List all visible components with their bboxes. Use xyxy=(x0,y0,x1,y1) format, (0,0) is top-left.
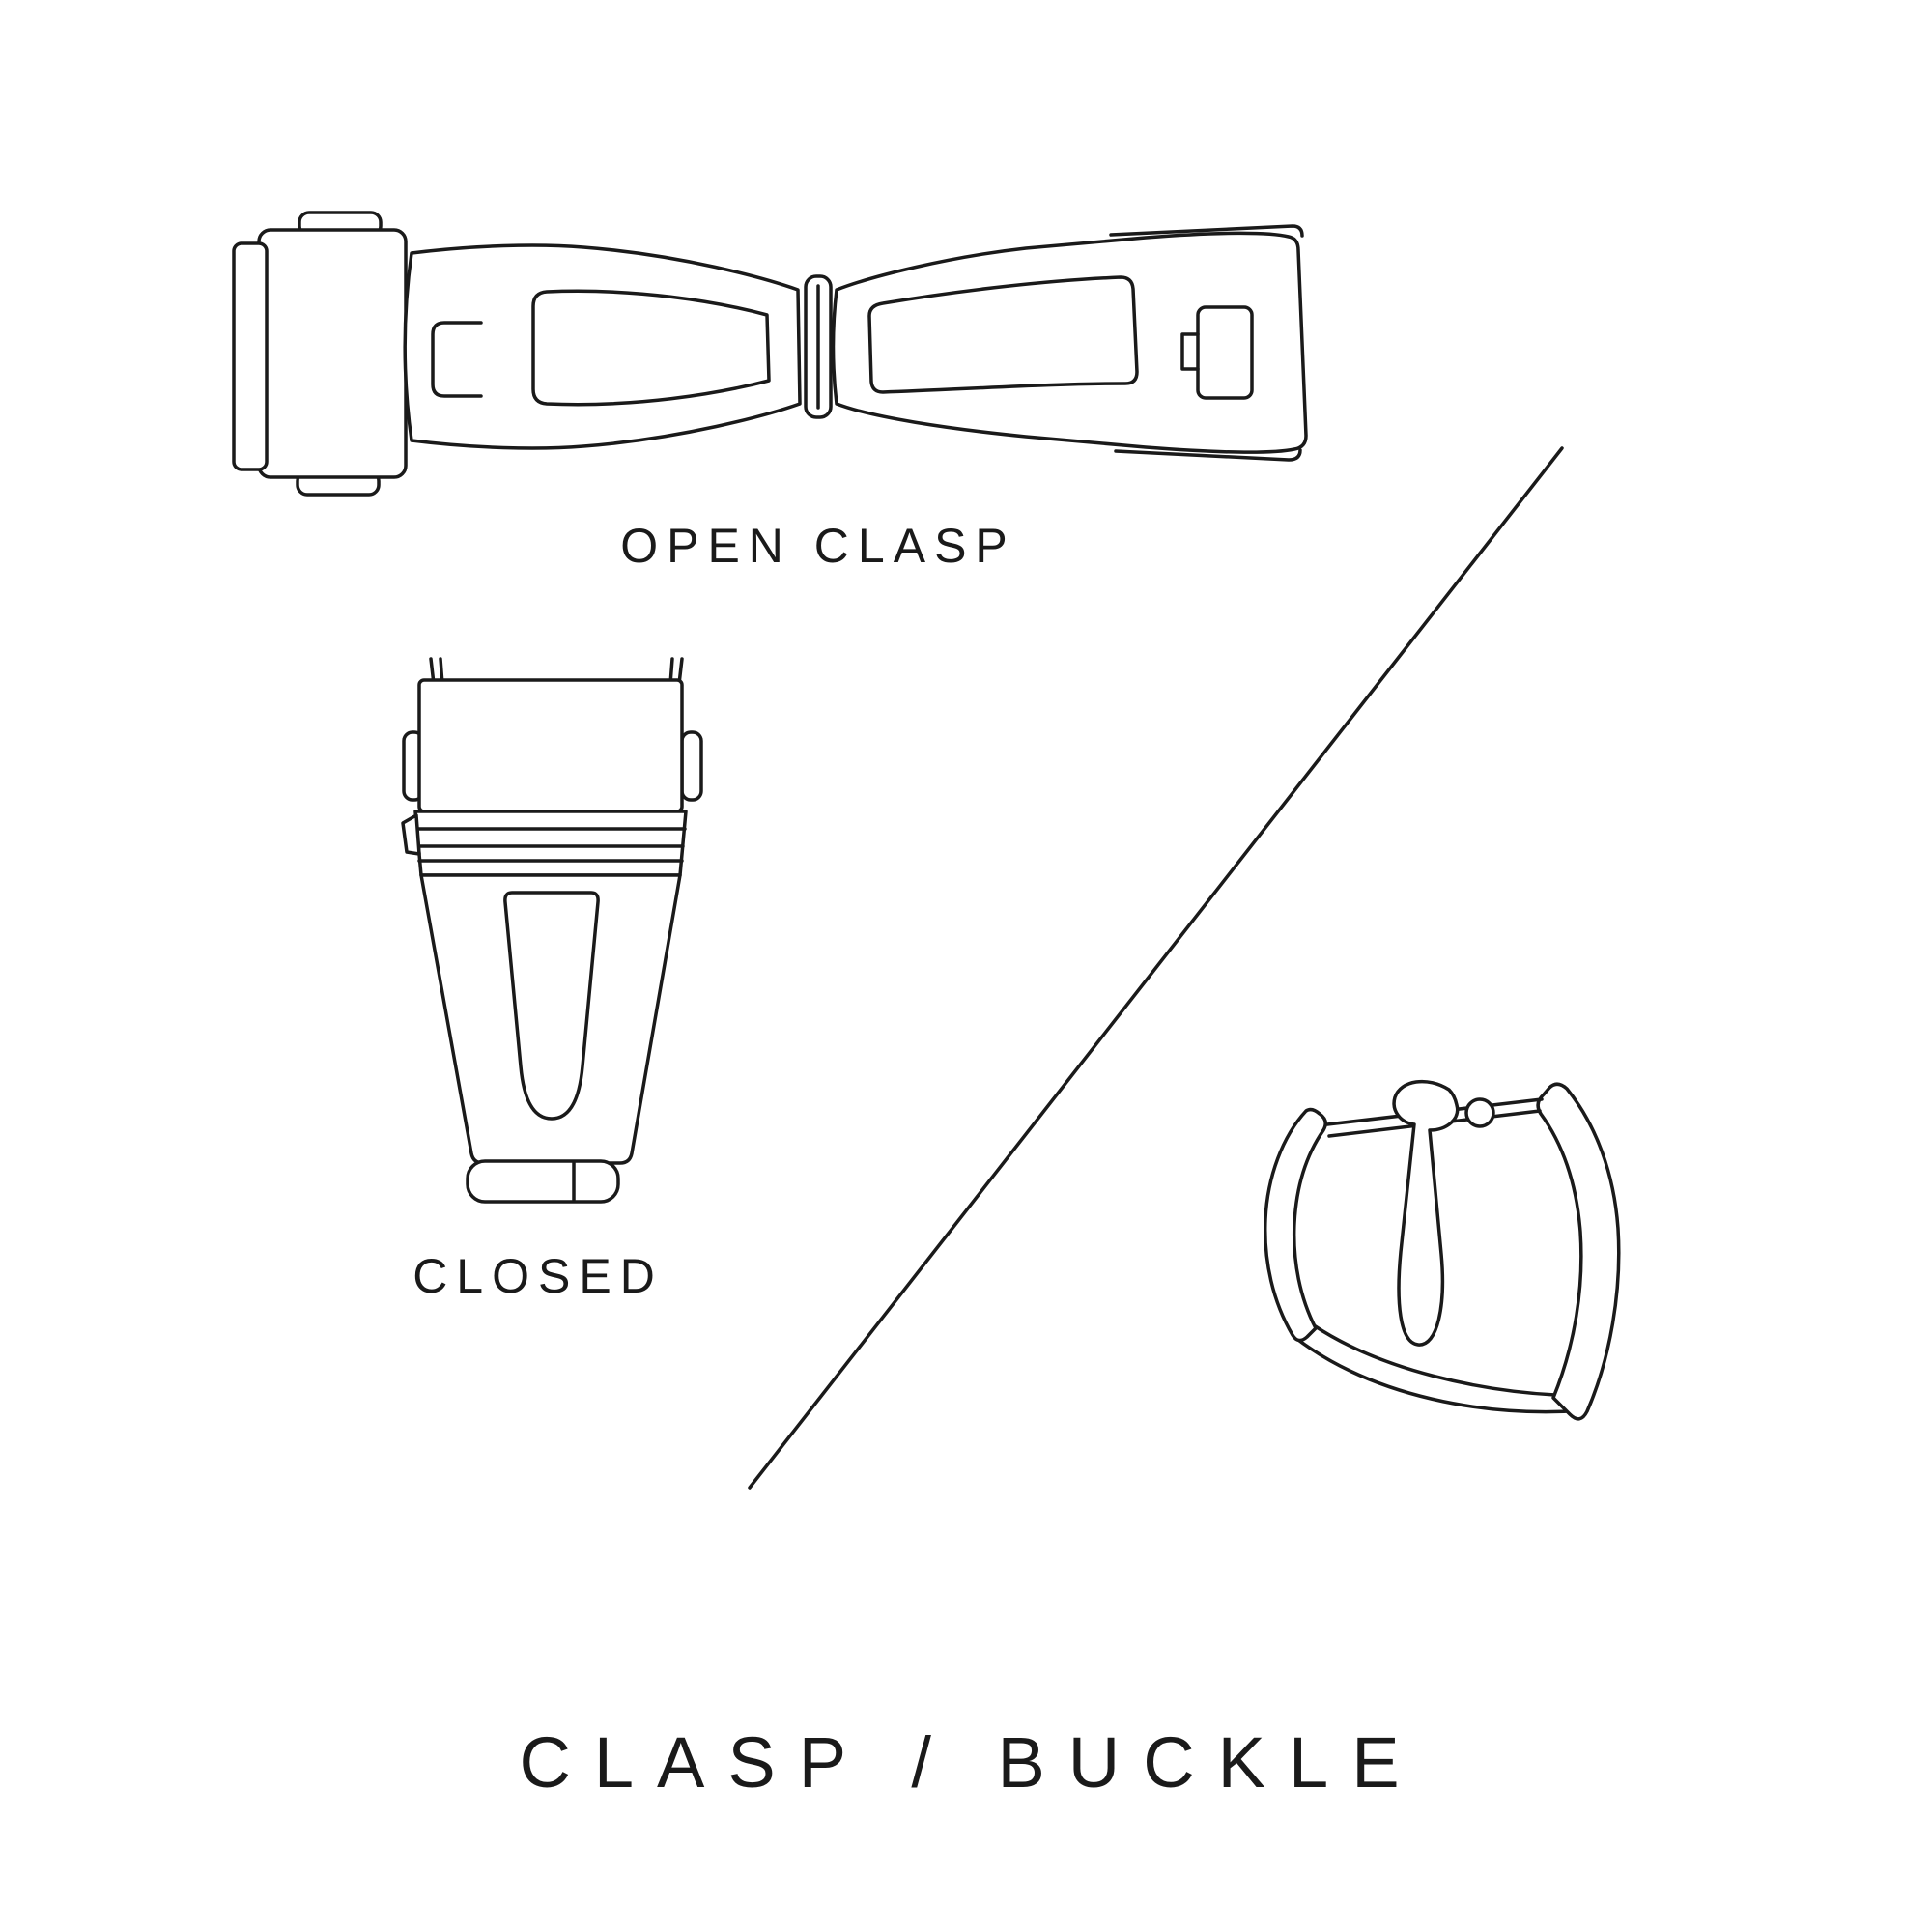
open-clasp-label: OPEN CLASP xyxy=(620,519,1016,573)
open-clasp-right-bottom-flange xyxy=(1114,448,1302,462)
open-clasp-catch-hook xyxy=(1180,332,1200,371)
buckle-bottom-outer-edge xyxy=(1293,1335,1586,1414)
closed-clasp-band-lines xyxy=(414,827,687,863)
open-clasp-left-arm xyxy=(403,243,802,450)
closed-clasp-right-pusher xyxy=(680,730,703,802)
page-title: CLASP / BUCKLE xyxy=(519,1722,1423,1803)
closed-label: CLOSED xyxy=(412,1249,664,1303)
closed-clasp-band-left-tab xyxy=(401,813,421,856)
closed-clasp-body xyxy=(419,873,682,1165)
open-clasp-right-arm xyxy=(831,231,1308,454)
closed-clasp-cover xyxy=(417,678,684,813)
open-clasp-left-notch xyxy=(431,321,483,398)
closed-clasp-band xyxy=(413,810,688,877)
buckle-tongue xyxy=(1392,1079,1460,1347)
closed-clasp-end-bar xyxy=(466,1159,620,1204)
open-clasp-left-cap xyxy=(232,242,269,471)
buckle-illustration xyxy=(1263,1079,1621,1421)
open-clasp-illustration xyxy=(232,211,1308,497)
closed-clasp-illustration xyxy=(401,657,703,1204)
open-clasp-cover-block xyxy=(257,228,408,479)
open-clasp-left-inner-outline xyxy=(531,289,771,407)
open-clasp-right-top-flange xyxy=(1109,224,1304,238)
open-clasp-right-inner-outline xyxy=(867,275,1139,394)
buckle-left-band xyxy=(1263,1107,1327,1343)
closed-clasp-inner-outline xyxy=(503,891,600,1121)
buckle-bottom-inner-edge xyxy=(1312,1323,1557,1397)
diagonal-divider-line xyxy=(748,446,1564,1490)
buckle-tongue-loop xyxy=(1464,1097,1495,1128)
open-clasp-catch xyxy=(1196,305,1254,400)
buckle-right-band xyxy=(1536,1082,1621,1421)
